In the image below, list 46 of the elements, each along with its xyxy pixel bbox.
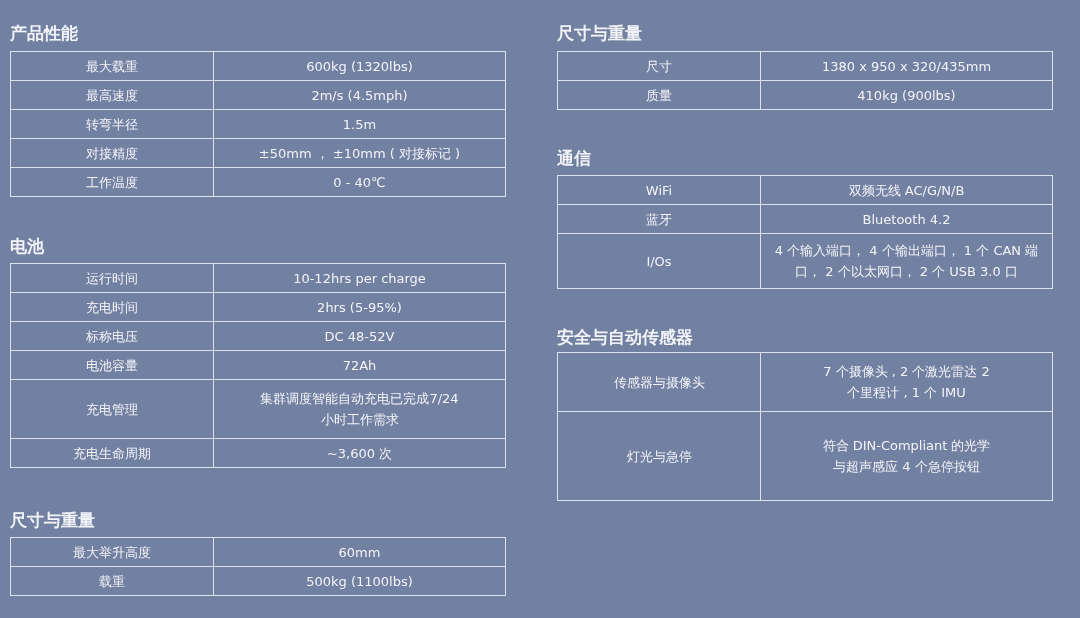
spec-value: 2hrs (5-95%) [213,292,506,322]
section-heading: 尺寸与重量 [557,23,642,43]
spec-label: 充电生命周期 [10,438,214,468]
spec-label: 灯光与急停 [557,411,761,501]
spec-value: 7 个摄像头 , 2 个激光雷达 2 个里程计 , 1 个 IMU [760,352,1053,412]
spec-label: 转弯半径 [10,109,214,139]
spec-value: ±50mm ， ±10mm ( 对接标记 ) [213,138,506,168]
spec-value: 600kg (1320lbs) [213,51,506,81]
spec-value: 72Ah [213,350,506,380]
spec-value: 500kg (1100lbs) [213,566,506,596]
spec-label: 最大载重 [10,51,214,81]
spec-label: 工作温度 [10,167,214,197]
spec-value: 0 - 40℃ [213,167,506,197]
spec-value: 1380 x 950 x 320/435mm [760,51,1053,81]
spec-label: 充电管理 [10,379,214,439]
section-heading: 尺寸与重量 [10,510,95,530]
spec-value: 410kg (900lbs) [760,80,1053,110]
spec-label: 最高速度 [10,80,214,110]
spec-label: 运行时间 [10,263,214,293]
spec-value: 60mm [213,537,506,567]
spec-label: 充电时间 [10,292,214,322]
spec-label: I/Os [557,233,761,289]
spec-label: 蓝牙 [557,204,761,234]
section-heading: 安全与自动传感器 [557,327,693,347]
spec-label: 标称电压 [10,321,214,351]
spec-value: 2m/s (4.5mph) [213,80,506,110]
section-heading: 电池 [10,236,44,256]
spec-label: 对接精度 [10,138,214,168]
spec-label: 传感器与摄像头 [557,352,761,412]
spec-value: 集群调度智能自动充电已完成7/24 小时工作需求 [213,379,506,439]
spec-label: WiFi [557,175,761,205]
spec-value: 符合 DIN-Compliant 的光学与超声感应 4 个急停按钮 [760,411,1053,501]
section-heading: 通信 [557,148,591,168]
spec-label: 尺寸 [557,51,761,81]
spec-value: 4 个输入端口， 4 个输出端口， 1 个 CAN 端口， 2 个以太网口， 2 个 USB 3.0 口 [760,233,1053,289]
spec-value: 1.5m [213,109,506,139]
spec-label: 最大举升高度 [10,537,214,567]
spec-value: ~3,600 次 [213,438,506,468]
spec-value: 10-12hrs per charge [213,263,506,293]
spec-value: 双频无线 AC/G/N/B [760,175,1053,205]
spec-value: DC 48-52V [213,321,506,351]
spec-label: 质量 [557,80,761,110]
section-heading: 产品性能 [10,23,78,43]
spec-label: 电池容量 [10,350,214,380]
spec-value: Bluetooth 4.2 [760,204,1053,234]
spec-label: 载重 [10,566,214,596]
